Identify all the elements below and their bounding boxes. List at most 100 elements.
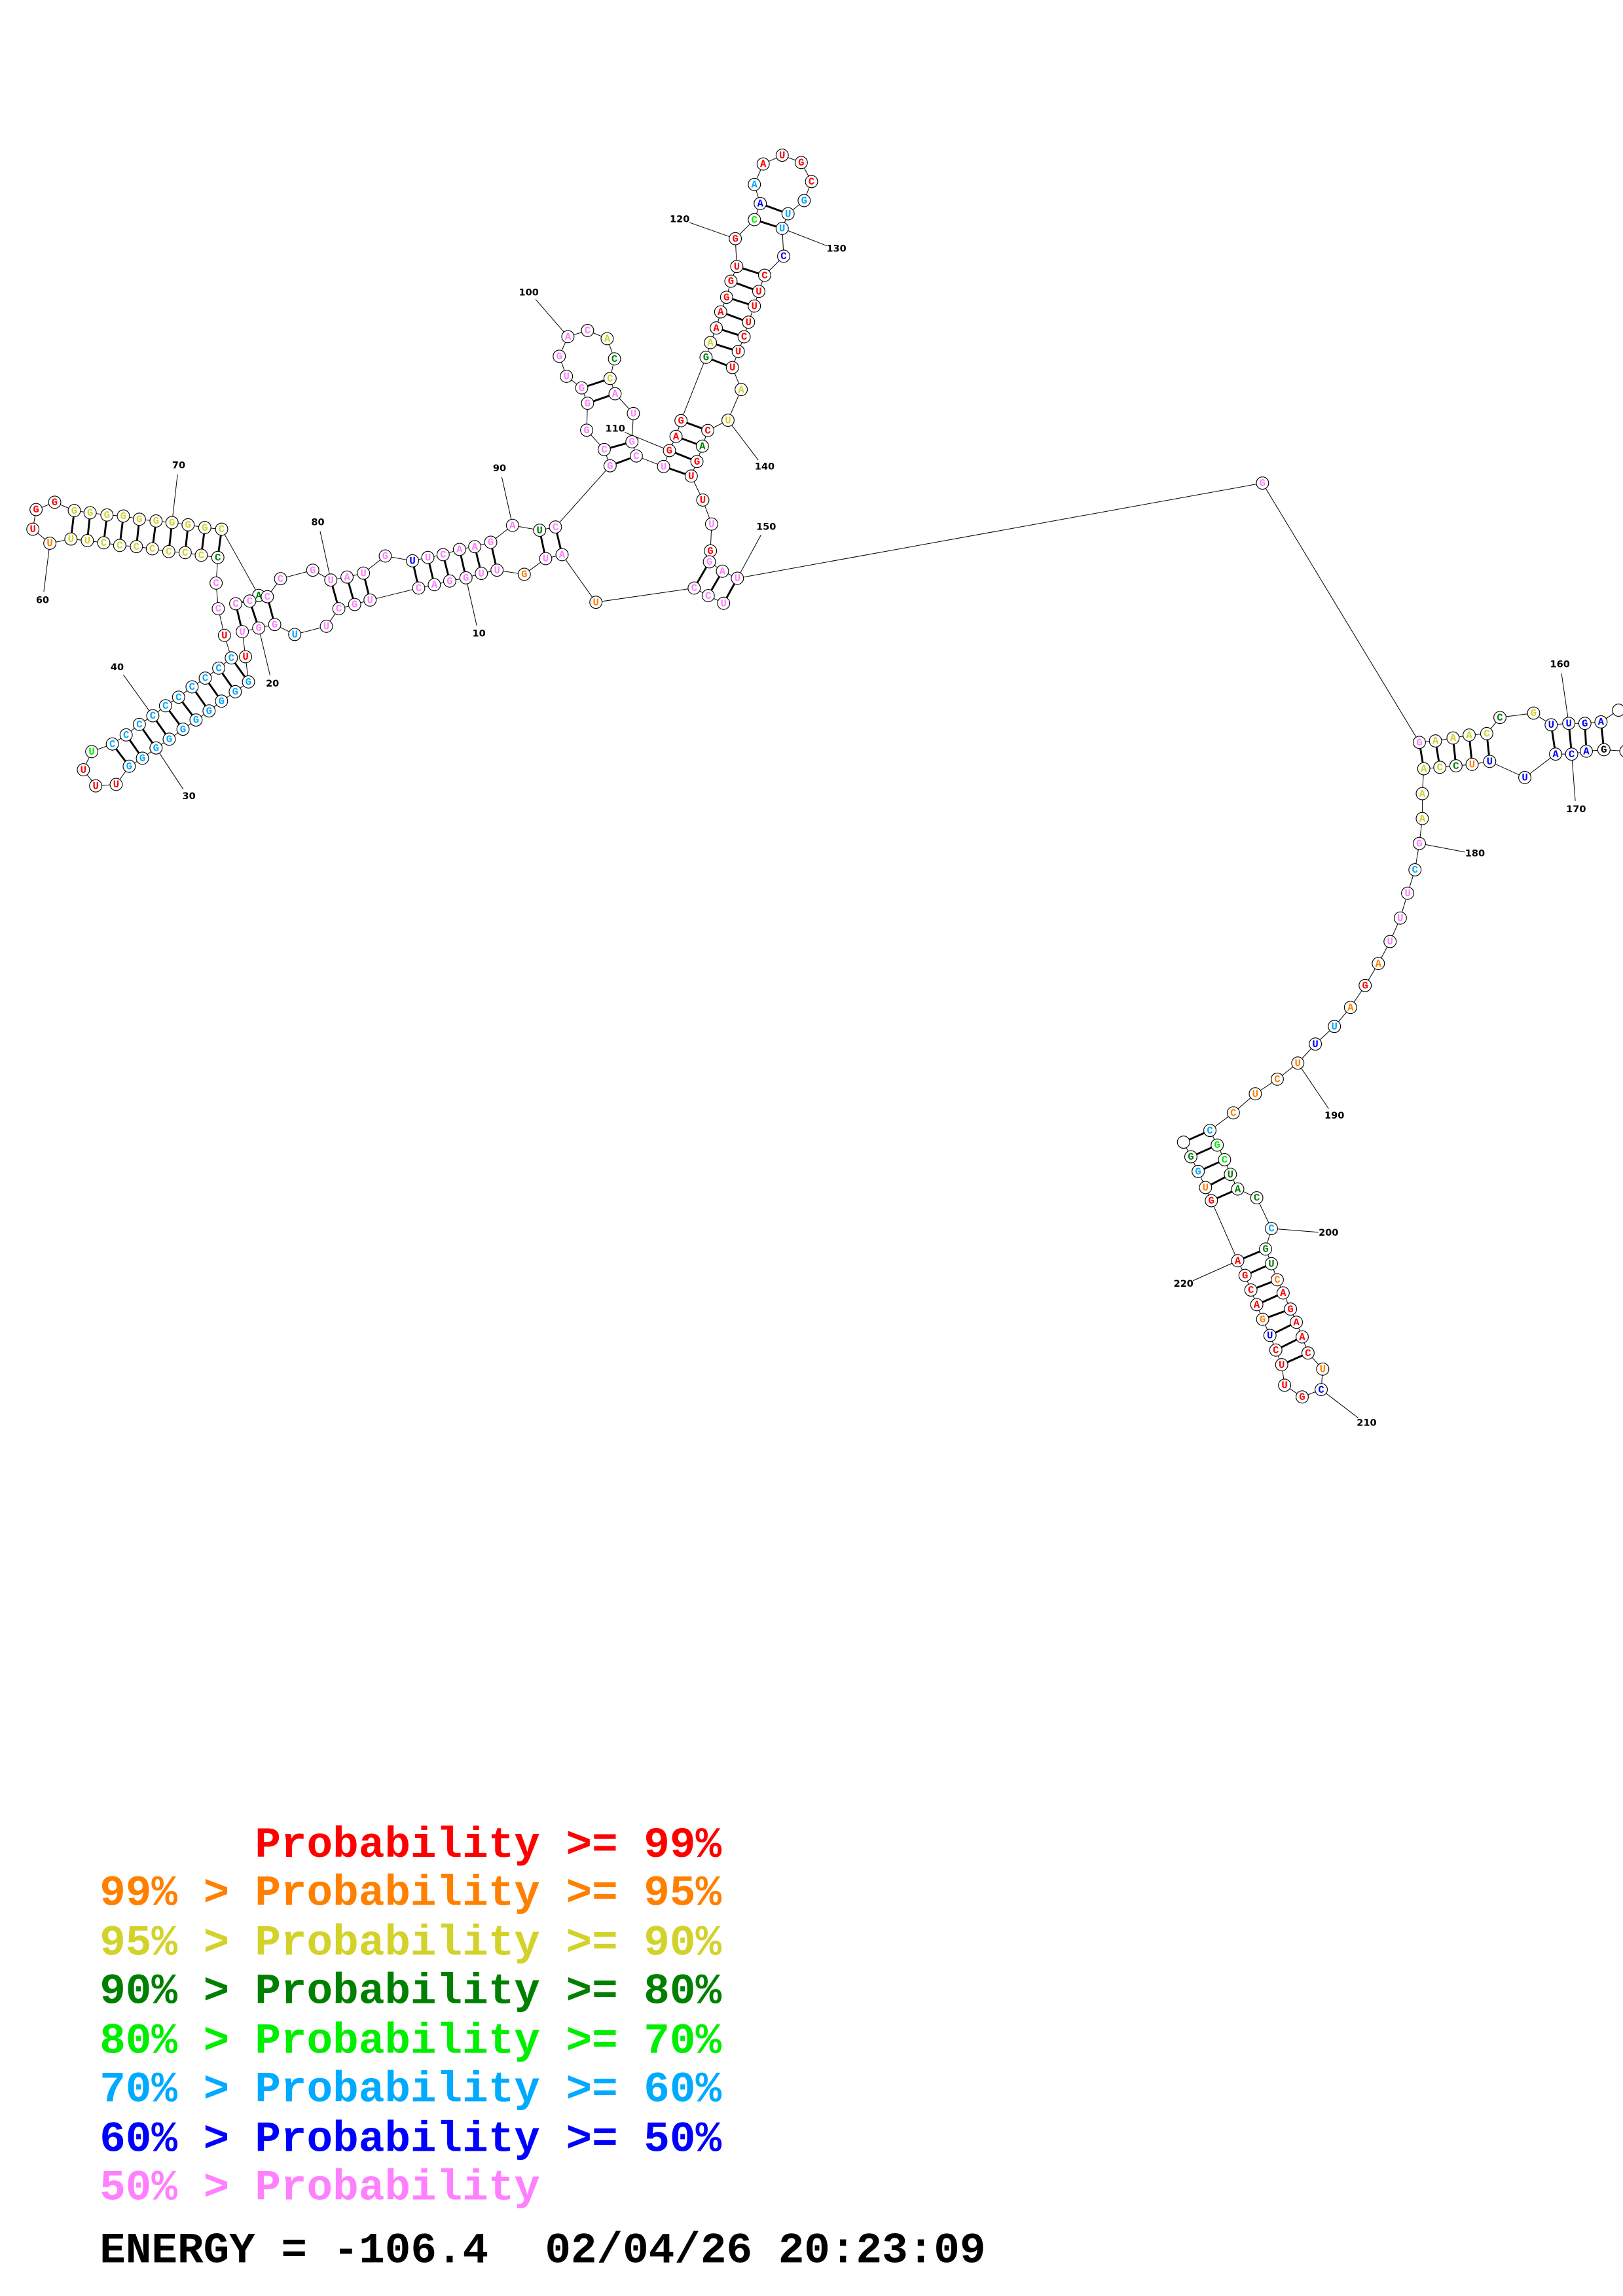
nucleotide-base: G <box>1299 1391 1305 1403</box>
legend-label-3: Probability >= 80% <box>255 1967 721 2017</box>
nucleotide-92: C <box>549 520 562 534</box>
nucleotide-base: G <box>166 734 172 745</box>
position-tick-70 <box>172 474 178 523</box>
nucleotide-base: C <box>1248 1285 1254 1297</box>
nucleotide-105: A <box>608 387 622 401</box>
nucleotide-base: A <box>456 544 463 556</box>
nucleotide-base: U <box>725 415 731 427</box>
nucleotide-61: U <box>26 522 40 536</box>
legend-prefix-5: 70% > <box>100 2065 255 2114</box>
nucleotide-base: C <box>1207 1125 1213 1137</box>
nucleotide-223: G <box>1192 1164 1205 1178</box>
nucleotide-169: A <box>1580 744 1593 758</box>
nucleotide-178: A <box>1415 787 1429 800</box>
nucleotide-5: A <box>555 548 569 562</box>
nucleotide-base: U <box>1404 888 1410 899</box>
nucleotide-85: U <box>421 550 435 564</box>
nucleotide-35: U <box>77 763 90 777</box>
nucleotide-186: G <box>1359 978 1372 992</box>
nucleotide-127: C <box>805 175 818 188</box>
nucleotide-base: G <box>1416 838 1422 850</box>
position-tick-150 <box>737 534 761 579</box>
legend-label-6: Probability >= 50% <box>255 2115 721 2164</box>
nucleotide-base: U <box>1522 772 1527 784</box>
nucleotide-base: G <box>1262 1244 1268 1255</box>
nucleotide-141: C <box>701 423 715 437</box>
nucleotide-base: G <box>1601 744 1607 756</box>
nucleotide-192: U <box>1249 1087 1262 1101</box>
backbone-line <box>32 154 1623 1397</box>
nucleotide-base: A <box>718 306 724 318</box>
nucleotide-base: A <box>1235 1183 1241 1195</box>
nucleotide-base: G <box>352 599 357 611</box>
position-label-140: 140 <box>755 462 775 473</box>
nucleotide-base: G <box>1531 708 1537 719</box>
nucleotide-base: U <box>700 495 706 507</box>
nucleotide-198: A <box>1231 1182 1245 1196</box>
nucleotide-base: U <box>221 630 227 641</box>
nucleotide-base: U <box>1548 719 1554 731</box>
nucleotide-base: G <box>185 519 191 531</box>
position-label-70: 70 <box>172 460 185 471</box>
nucleotide-base: G <box>666 445 672 457</box>
nucleotide-126: G <box>794 156 808 170</box>
nucleotide-64: G <box>67 504 81 518</box>
nucleotide-40: C <box>146 709 160 723</box>
position-label-170: 170 <box>1566 804 1586 815</box>
nucleotide-base: G <box>1287 1304 1293 1316</box>
nucleotide-94: C <box>597 442 611 456</box>
nucleotide-91: U <box>533 524 547 537</box>
legend-prefix-3: 90% > <box>100 1967 255 2017</box>
position-label-40: 40 <box>111 662 124 673</box>
nucleotide-142: A <box>695 439 709 453</box>
nucleotide-base: U <box>1279 1359 1285 1371</box>
nucleotide-154: A <box>1446 731 1460 745</box>
nucleotide-base: G <box>521 569 527 581</box>
nucleotide-57: C <box>97 536 111 550</box>
nucleotide-148: G <box>702 555 716 569</box>
nucleotide-base: G <box>153 516 159 528</box>
nucleotide-210: C <box>1315 1383 1328 1397</box>
nucleotide-base: C <box>1254 1193 1260 1204</box>
nucleotide-base: C <box>1453 761 1459 772</box>
legend-label-1: Probability >= 95% <box>255 1869 721 1918</box>
nucleotide-base: A <box>1293 1317 1300 1329</box>
nucleotide-106: U <box>627 406 640 420</box>
nucleotide-base: G <box>447 575 452 587</box>
nucleotide-base: G <box>629 437 635 448</box>
position-label-200: 200 <box>1319 1228 1338 1238</box>
nucleotide-base: C <box>162 700 168 712</box>
nucleotide-base: A <box>1450 732 1457 744</box>
nucleotide-71: G <box>181 518 195 531</box>
nucleotide-135: U <box>742 315 756 329</box>
nucleotide-base: G <box>728 276 734 287</box>
nucleotide-47: U <box>217 628 231 642</box>
position-tick-220 <box>1192 1260 1238 1282</box>
nucleotide-base: C <box>123 730 129 742</box>
nucleotide-base: G <box>703 352 709 364</box>
nucleotide-70: G <box>165 516 179 529</box>
nucleotide-191: C <box>1270 1072 1284 1086</box>
nucleotide-78: C <box>274 572 287 586</box>
nucleotide-base: U <box>1228 1169 1233 1181</box>
nucleotide-base: C <box>109 738 115 750</box>
position-label-190: 190 <box>1324 1111 1344 1121</box>
position-tick-100 <box>535 299 568 337</box>
nucleotides: UCCUAUGUUGGACUGCUUGGUUGGGGGGGGGGUUUUCCCC… <box>26 149 1623 1404</box>
nucleotide-base: A <box>757 198 763 210</box>
nucleotide-base: G <box>193 715 199 726</box>
nucleotide-base: A <box>604 333 611 345</box>
nucleotide-base: A <box>1347 1002 1354 1014</box>
nucleotide-93: G <box>603 459 617 473</box>
nucleotide-base: C <box>198 550 204 562</box>
nucleotide-214: C <box>1269 1343 1283 1357</box>
nucleotide-58: U <box>81 534 94 547</box>
nucleotide-base: G <box>232 687 238 698</box>
position-tick-40 <box>122 674 153 716</box>
nucleotide-base: G <box>104 510 110 522</box>
energy-value: ENERGY = -106.4 <box>100 2227 488 2276</box>
position-ticks <box>43 222 1576 1419</box>
nucleotide-114: A <box>704 336 718 350</box>
nucleotide-131: C <box>777 249 790 263</box>
position-label-150: 150 <box>756 522 776 532</box>
